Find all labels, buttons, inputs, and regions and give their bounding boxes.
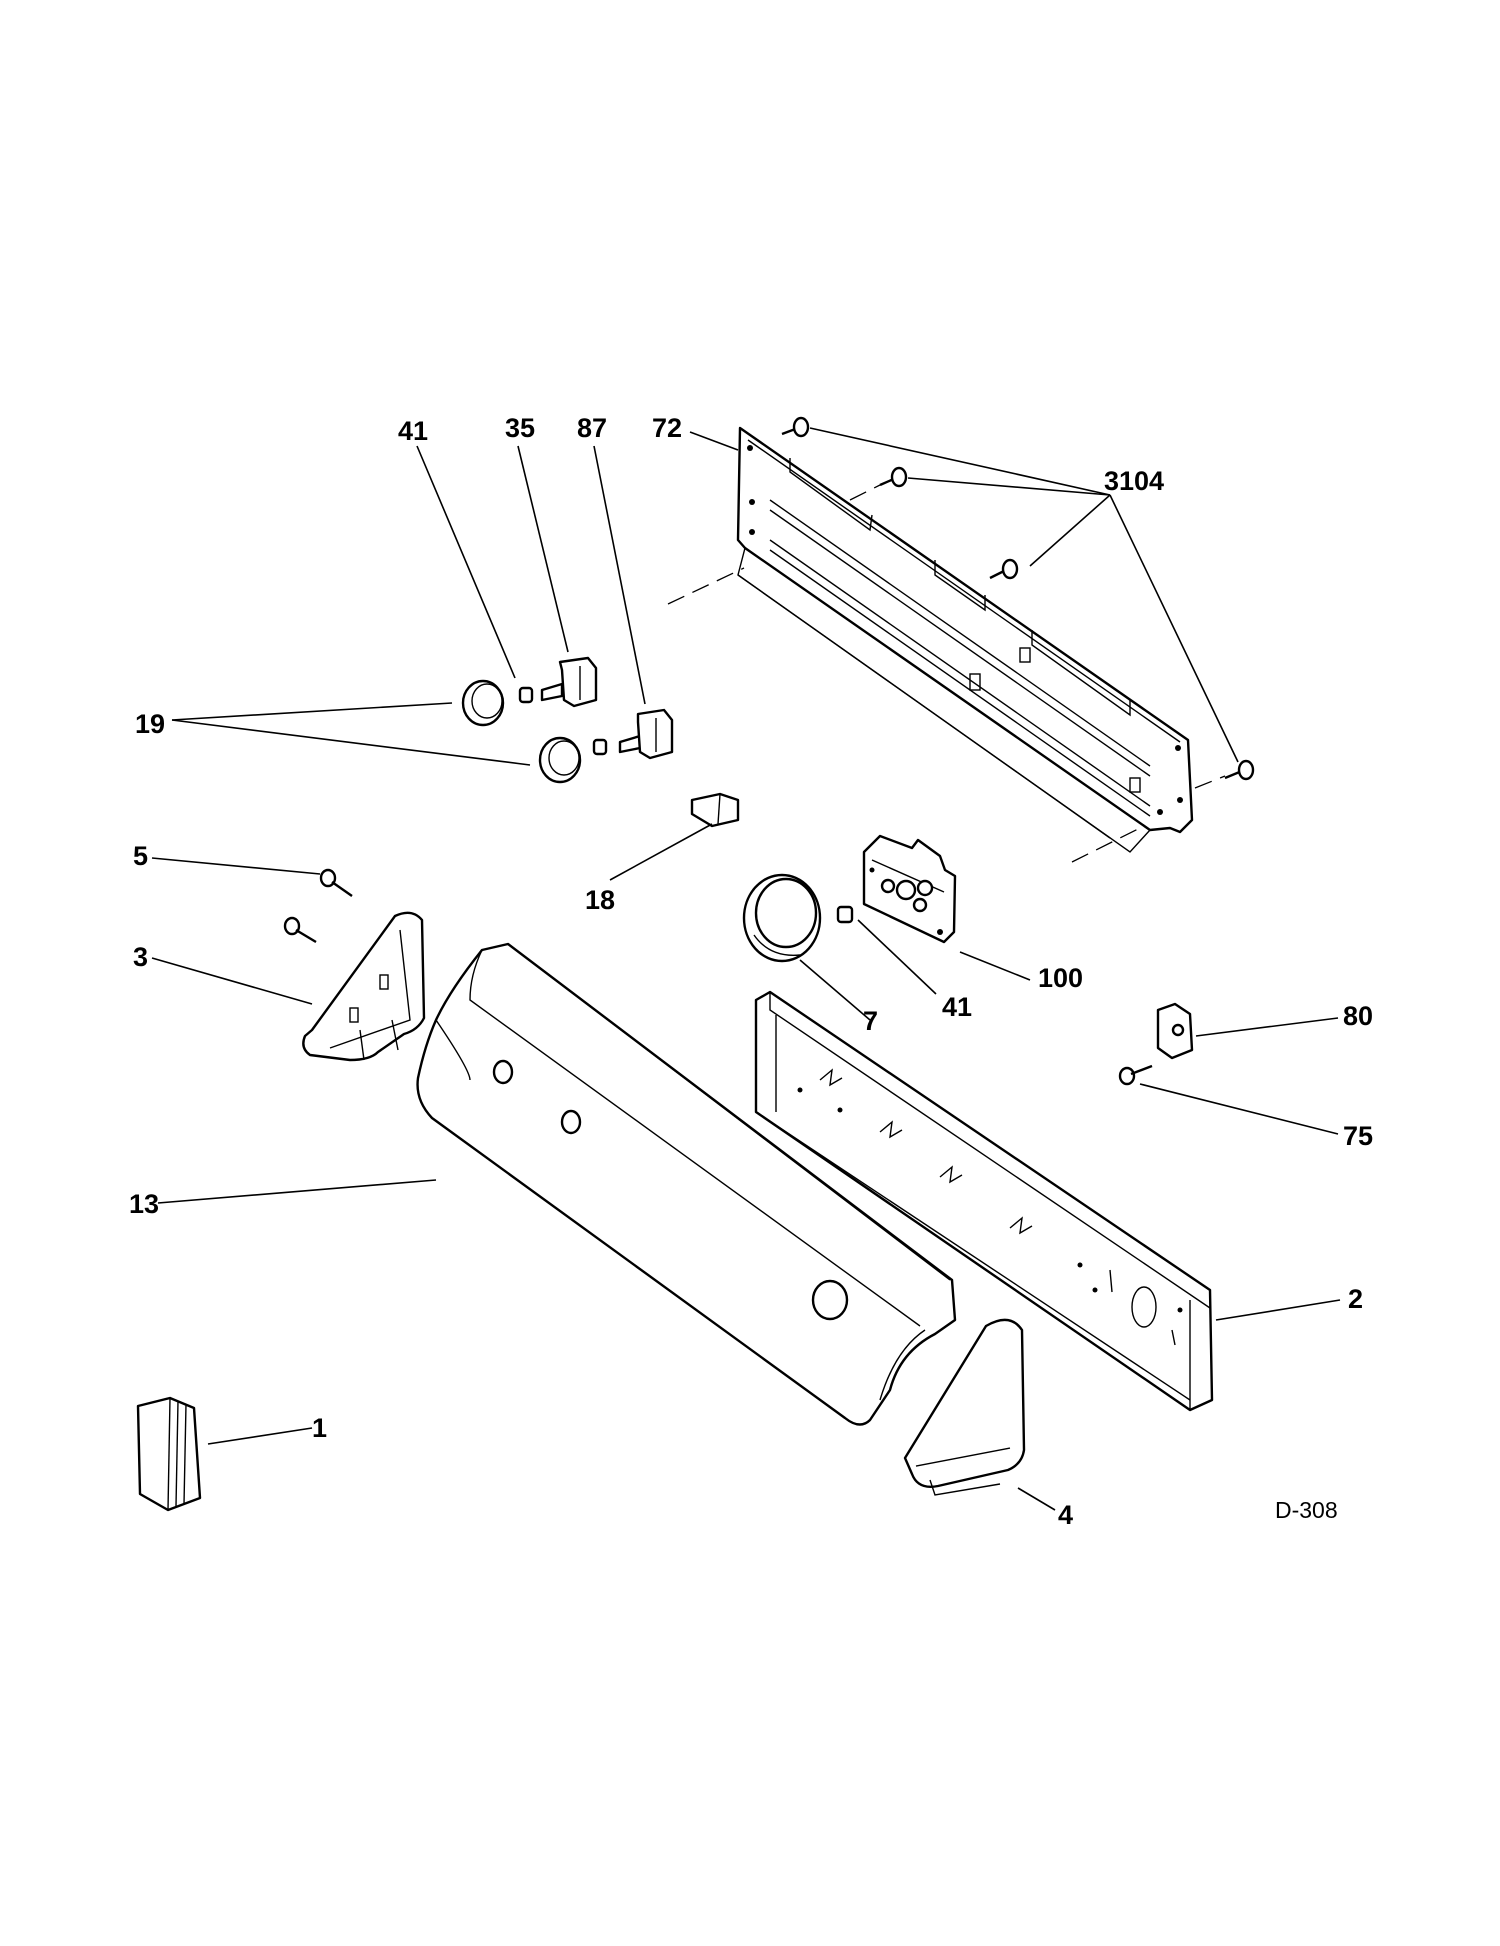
callout-13: 13 (129, 1189, 159, 1219)
screw-75 (1118, 1064, 1153, 1086)
callout-41-lower: 41 (942, 992, 972, 1022)
spring-41-lower (592, 738, 608, 756)
screw-5-upper (319, 868, 353, 897)
callout-41-upper: 41 (398, 416, 428, 446)
switch-87 (618, 708, 674, 760)
screw-5-lower (283, 916, 317, 944)
part-4-right-endcap (903, 1318, 1026, 1496)
screw-3104-d (1224, 759, 1255, 781)
part-72-rear-panel (736, 426, 1194, 853)
screw-3104-c (989, 558, 1019, 580)
drawing-code: D-308 (1275, 1497, 1338, 1523)
part-100-control (862, 834, 957, 944)
callout-2: 2 (1348, 1284, 1363, 1314)
screw-3104-a (781, 416, 810, 438)
part-80-bracket (1156, 1002, 1194, 1060)
callout-100: 100 (1038, 963, 1083, 993)
leader-lines (151, 427, 1341, 1511)
callout-87: 87 (577, 413, 607, 443)
switch-35 (540, 656, 598, 708)
part-7-knob (742, 873, 822, 963)
part-13-trim (416, 942, 957, 1426)
part-1-booklet (136, 1396, 202, 1512)
screw-3104-b (879, 466, 908, 488)
callout-18: 18 (585, 885, 615, 915)
callout-3104: 3104 (1104, 466, 1164, 496)
callout-19: 19 (135, 709, 165, 739)
spring-41-upper (518, 686, 534, 704)
callout-35: 35 (505, 413, 535, 443)
callout-3: 3 (133, 942, 148, 972)
callout-7: 7 (863, 1006, 878, 1036)
knob-19-upper (461, 679, 505, 727)
callout-75: 75 (1343, 1121, 1373, 1151)
callout-labels: 41 35 87 72 3104 19 5 3 18 100 41 7 80 7… (129, 413, 1373, 1530)
callout-4: 4 (1058, 1500, 1073, 1530)
callout-5: 5 (133, 841, 148, 871)
part-3-left-endcap (302, 911, 426, 1062)
callout-1: 1 (312, 1413, 327, 1443)
knob-19-lower (538, 736, 582, 784)
part-18-switch (690, 792, 740, 828)
spring-41-control (836, 905, 854, 924)
callout-80: 80 (1343, 1001, 1373, 1031)
callout-72: 72 (652, 413, 682, 443)
part-2-console (754, 990, 1214, 1412)
